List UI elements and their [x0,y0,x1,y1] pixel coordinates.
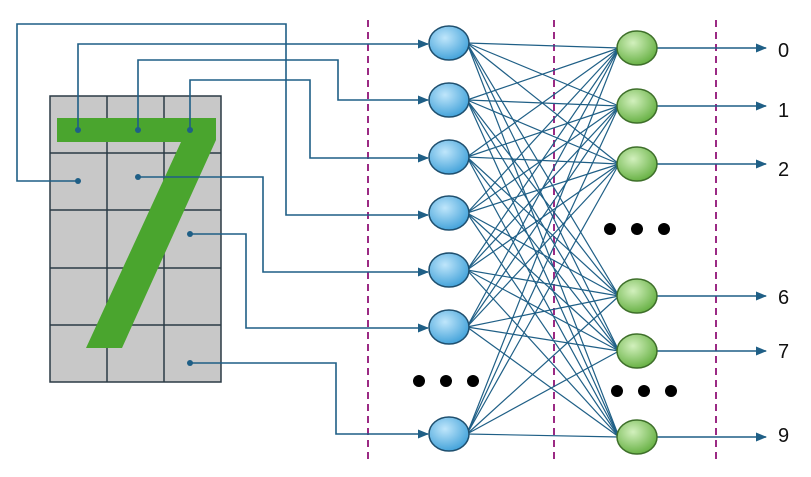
output-label-1: 1 [778,100,789,122]
input-node-1 [428,82,470,118]
ellipsis-dot [604,223,616,235]
connection-6-3 [466,295,620,435]
connection-1-0 [466,47,620,101]
output-labels: 0 1 2 6 7 9 [778,40,789,447]
connection-4-4 [466,269,620,352]
input-image [49,95,222,383]
connection-0-0 [466,42,620,49]
link-pixel-42 [190,362,430,439]
ellipsis-output-layer-upper [604,223,670,235]
link-pixel-10 [16,23,430,220]
ellipsis-dot [440,375,452,387]
ellipsis-dot [631,223,643,235]
connection-6-2 [466,163,620,435]
connection-4-0 [466,47,620,271]
connection-4-3 [466,269,620,297]
output-layer-nodes [616,30,658,455]
input-node-3 [428,195,470,231]
ellipsis-dot [665,385,677,397]
ellipsis-dot [611,385,623,397]
connection-5-0 [466,47,620,328]
pixel-to-input-links [16,23,430,439]
connection-6-0 [466,47,620,435]
connection-1-3 [466,99,620,297]
link-pixel-01 [137,59,430,130]
pixel-dot [187,231,193,237]
input-node-5 [428,309,470,345]
output-node-0 [616,30,658,66]
connection-2-1 [466,105,620,158]
output-label-6: 6 [778,287,789,309]
ellipsis-dot [658,223,670,235]
link-pixel-21 [190,233,430,333]
connection-6-5 [466,433,620,438]
input-node-0 [428,25,470,61]
output-label-0: 0 [778,40,789,62]
ellipsis-dot [467,375,479,387]
connection-1-5 [466,99,620,438]
connection-2-2 [466,156,620,165]
input-node-4 [428,252,470,288]
output-node-3 [616,278,658,314]
pixel-dot [135,127,141,133]
layer-connections [466,42,620,438]
connection-2-3 [466,156,620,297]
connection-0-4 [466,42,620,352]
connection-3-3 [466,212,620,297]
ellipsis-dot [638,385,650,397]
pixel-dot [75,127,81,133]
connection-5-3 [466,295,620,328]
connection-3-0 [466,47,620,214]
connection-3-4 [466,212,620,352]
connection-5-2 [466,163,620,328]
connection-0-3 [466,42,620,297]
connection-5-1 [466,105,620,328]
connection-4-5 [466,269,620,438]
output-node-5 [616,419,658,455]
connection-6-4 [466,350,620,435]
digit-seven-shape [57,118,216,348]
link-pixel-02 [189,79,430,163]
connection-6-1 [466,105,620,435]
ellipsis-input-layer [413,375,479,387]
pixel-dot [75,178,81,184]
layer-dividers [367,20,717,462]
ellipsis-dot [413,375,425,387]
connection-2-0 [466,47,620,158]
input-node-6 [428,416,470,452]
pixel-dot [187,360,193,366]
pixel-sample-dots [75,127,193,366]
pixel-dot [187,127,193,133]
connection-5-5 [466,326,620,438]
connection-5-4 [466,326,620,352]
output-label-7: 7 [778,341,789,363]
output-label-9: 9 [778,425,789,447]
output-node-2 [616,146,658,182]
link-pixel-11 [138,176,430,277]
pixel-dot [135,174,141,180]
ellipsis-output-layer-lower [611,385,677,397]
output-node-1 [616,88,658,124]
connection-3-5 [466,212,620,438]
output-label-2: 2 [778,159,789,181]
connection-1-4 [466,99,620,352]
input-layer-nodes [428,25,470,452]
input-node-2 [428,139,470,175]
output-arrows [657,43,768,442]
connection-2-5 [466,156,620,438]
output-node-4 [616,333,658,369]
link-pixel-00 [77,39,430,130]
